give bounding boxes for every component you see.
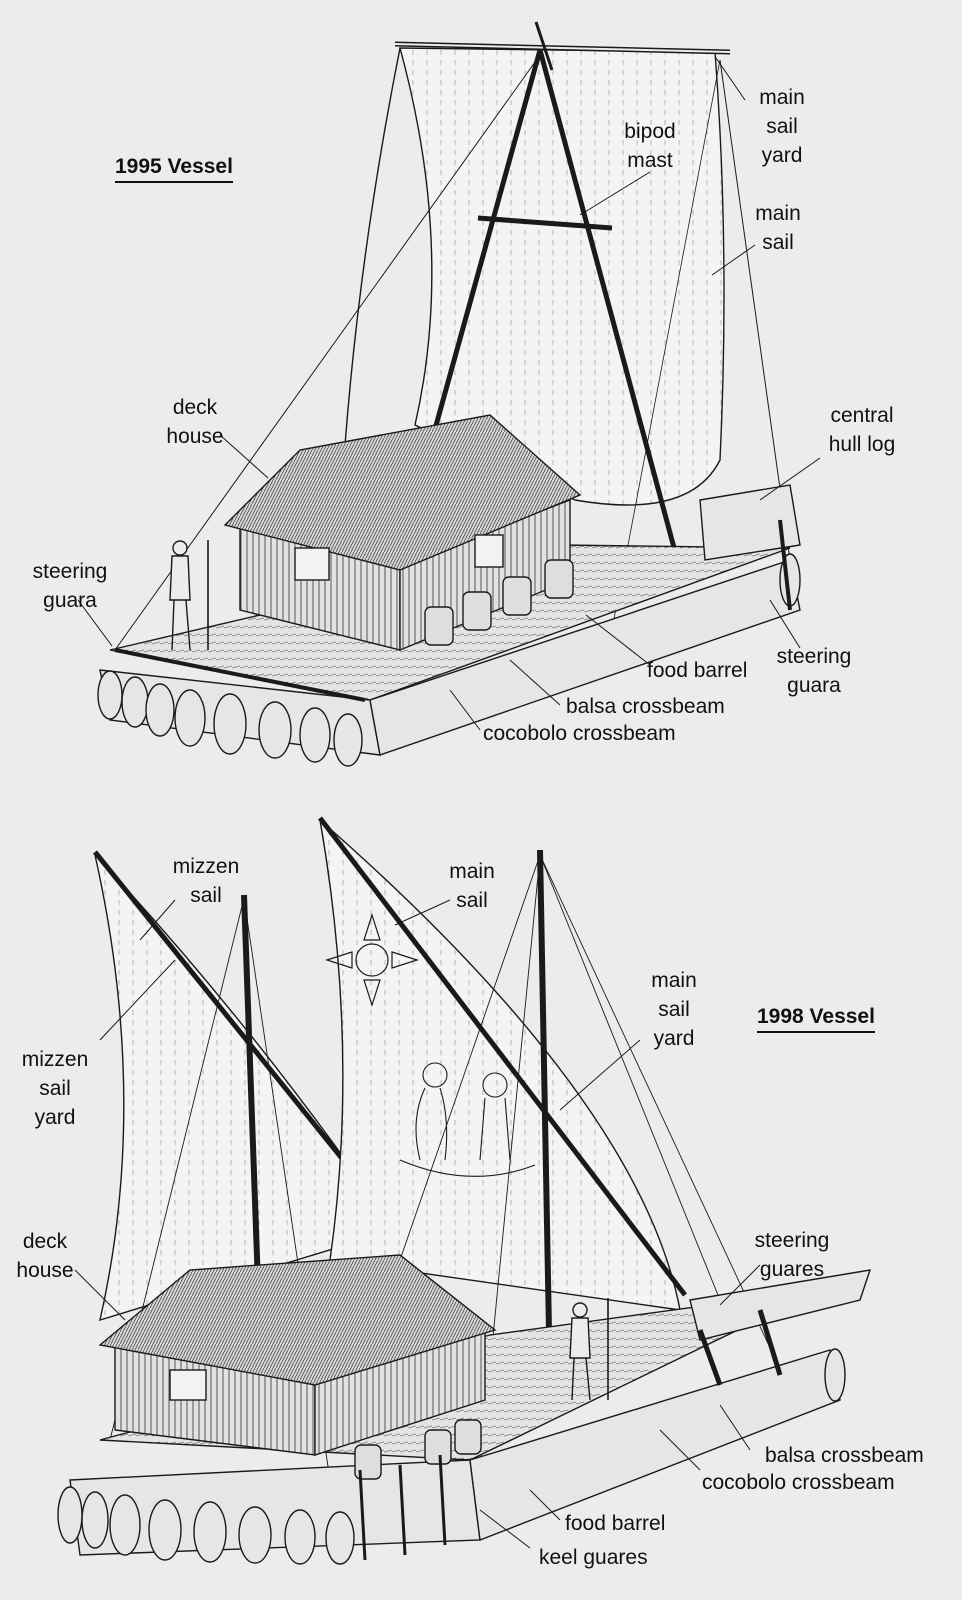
hull-logs-1998	[57, 1269, 872, 1565]
label-mizzen-sail-1998: mizzen sail	[172, 855, 240, 907]
vessel-1995	[77, 21, 821, 767]
steering-guares-1998	[697, 1329, 723, 1386]
main-mast-1998	[537, 849, 553, 1386]
main-sail-yard-1998	[318, 816, 687, 1297]
label-food-barrel-1995: food barrel	[647, 659, 748, 682]
label-main-sail-1995: main sail	[755, 202, 801, 254]
label-food-barrel-1998: food barrel	[565, 1512, 666, 1535]
figures-emblem	[399, 1062, 536, 1177]
label-main-sail-1998: main sail	[449, 860, 495, 912]
label-steering-guara-left-1995: steering guara	[32, 560, 108, 612]
steering-guara-left-1995	[114, 648, 366, 702]
label-bipod-mast-1995: bipod mast	[624, 120, 676, 172]
label-main-sail-yard-1995: main sail yard	[759, 86, 805, 167]
person-1998	[569, 1298, 609, 1401]
label-central-hull-log-1995: central hull log	[828, 404, 896, 456]
sun-emblem	[325, 913, 419, 1007]
vessel-1998	[57, 816, 872, 1565]
steering-guara-right-1995	[778, 519, 792, 611]
deck-house-1998	[98, 1254, 497, 1456]
person-1995	[169, 540, 209, 651]
label-main-sail-yard-1998: main sail yard	[651, 969, 697, 1050]
food-barrels-1995	[424, 559, 574, 646]
mizzen-mast-1998	[241, 894, 261, 1286]
label-cocobolo-crossbeam-1998: cocobolo crossbeam	[702, 1471, 895, 1494]
label-balsa-crossbeam-1995: balsa crossbeam	[566, 695, 725, 718]
label-keel-guares-1998: keel guares	[539, 1546, 648, 1569]
main-sail-1995	[399, 47, 725, 506]
main-sail-1998	[318, 818, 681, 1311]
label-cocobolo-crossbeam-1995: cocobolo crossbeam	[483, 722, 676, 745]
label-deck-house-1995: deck house	[166, 396, 224, 448]
label-deck-house-1998: deck house	[16, 1230, 74, 1282]
vessel-1995-title: 1995 Vessel	[115, 155, 233, 183]
label-mizzen-sail-yard-1998: mizzen sail yard	[21, 1048, 89, 1129]
label-balsa-crossbeam-1998: balsa crossbeam	[765, 1444, 924, 1467]
vessel-1998-title: 1998 Vessel	[757, 1005, 875, 1033]
label-steering-guares-1998: steering guares	[754, 1229, 830, 1281]
keel-guares-1998	[358, 1454, 447, 1561]
label-steering-guara-right-1995: steering guara	[776, 645, 852, 697]
